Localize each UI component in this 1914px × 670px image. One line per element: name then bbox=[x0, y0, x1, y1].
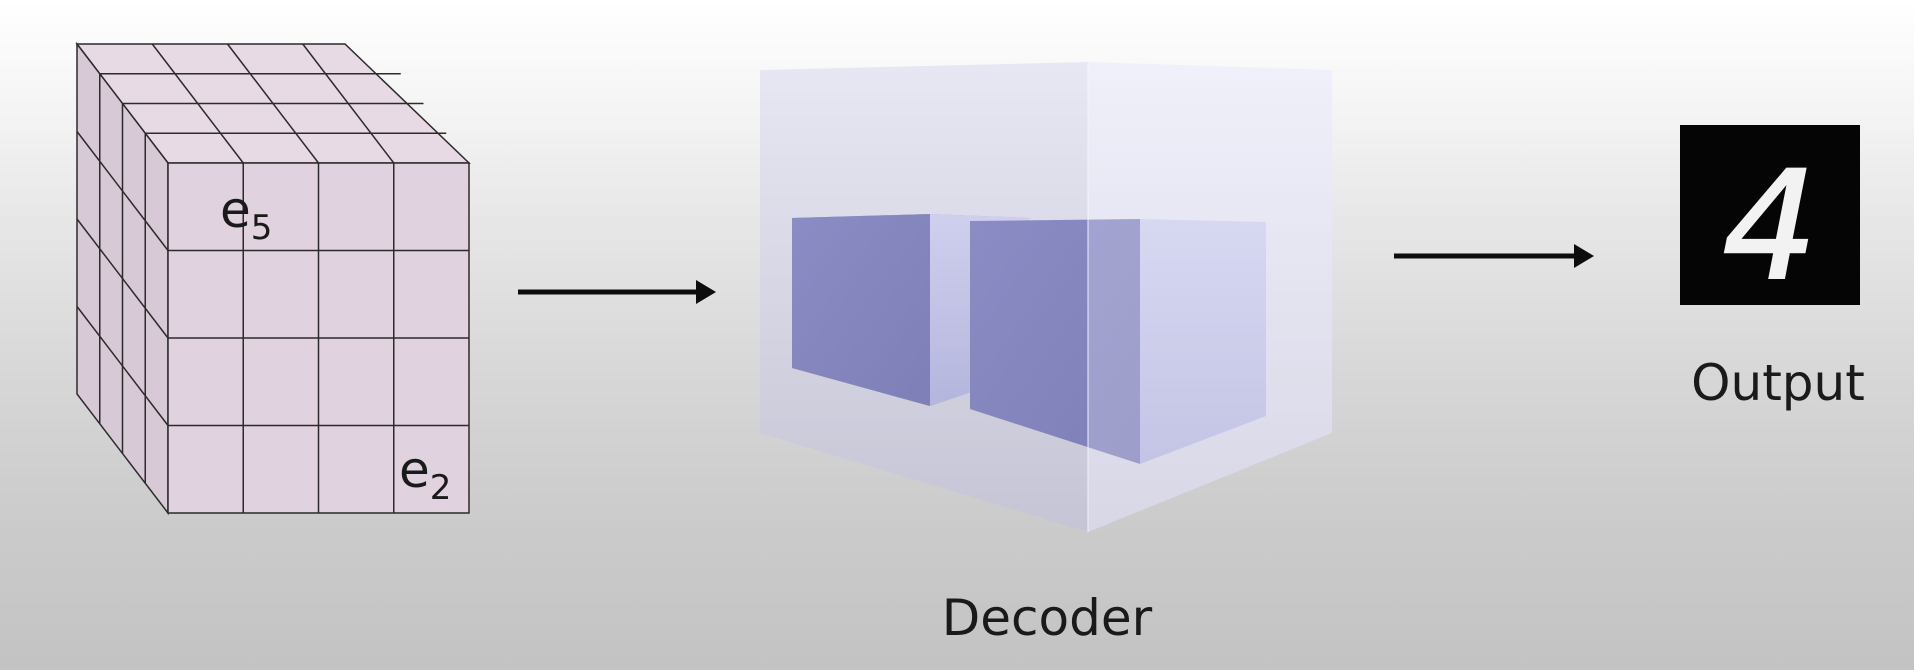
decoder-label: Decoder bbox=[942, 589, 1153, 647]
codebook-label-e5: e5 bbox=[220, 181, 272, 248]
arrow-decoder-to-output bbox=[1394, 244, 1594, 268]
cube-grid-line bbox=[302, 43, 395, 164]
decoder-block bbox=[760, 62, 1332, 532]
cube-grid-line bbox=[76, 306, 169, 426]
decoder-outer-side-overlay bbox=[1088, 62, 1332, 532]
output-label: Output bbox=[1691, 354, 1865, 412]
output-digit: 4 bbox=[1722, 140, 1817, 314]
cube-grid-lines bbox=[76, 43, 469, 513]
decoder-inner-block-2 bbox=[970, 219, 1266, 464]
output-image: 4 bbox=[1680, 125, 1860, 315]
arrow-codebook-to-decoder bbox=[518, 280, 716, 304]
codebook-label-e2: e2 bbox=[399, 441, 451, 508]
codebook-cube bbox=[75, 41, 471, 516]
